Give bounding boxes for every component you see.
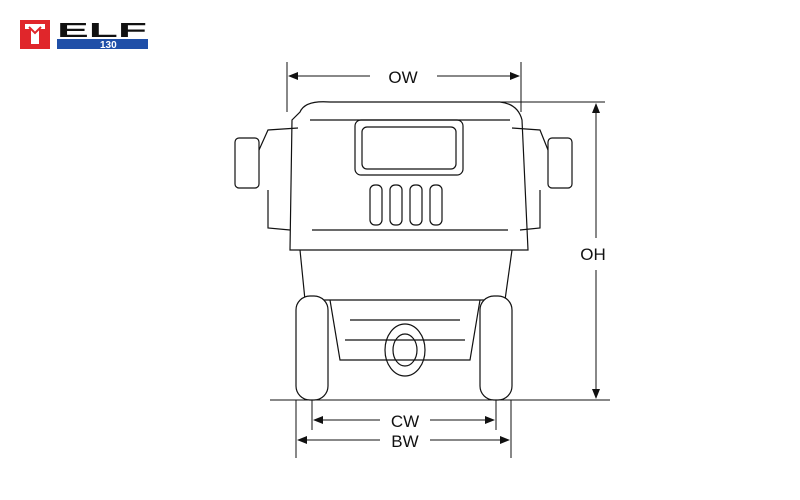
right-mirror bbox=[547, 137, 573, 189]
rear-vents bbox=[369, 184, 443, 226]
dimension-lines bbox=[270, 62, 610, 458]
oh-label: OH bbox=[580, 245, 606, 264]
left-wheel bbox=[295, 295, 329, 401]
brand-text: ELF bbox=[57, 20, 147, 42]
ow-label: OW bbox=[388, 68, 417, 87]
truck-rear-view bbox=[234, 101, 573, 401]
bw-label: BW bbox=[391, 432, 418, 451]
left-mirror bbox=[234, 137, 260, 189]
cw-label: CW bbox=[391, 412, 419, 431]
right-wheel bbox=[479, 295, 513, 401]
model-text: 130 bbox=[100, 40, 117, 50]
elf-130-logo: ELF 130 bbox=[20, 20, 148, 50]
